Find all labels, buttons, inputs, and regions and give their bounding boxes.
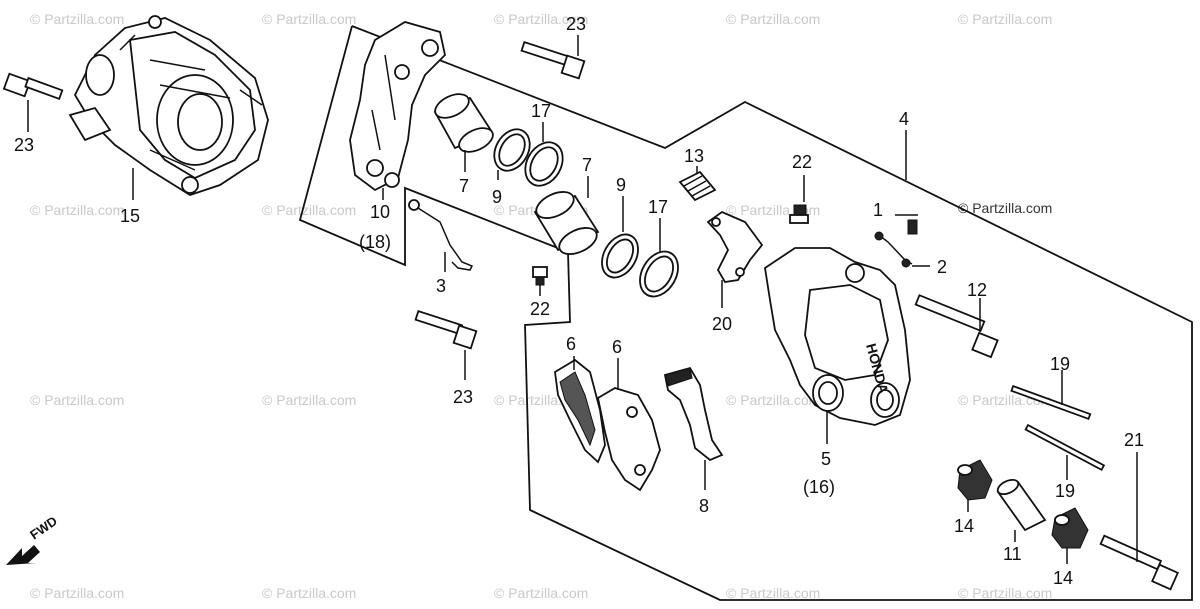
callout-7: 7 xyxy=(459,176,469,196)
callout-13: 13 xyxy=(684,146,704,166)
callout-21: 21 xyxy=(1124,430,1144,450)
shim-8 xyxy=(663,366,724,462)
callout-22: 22 xyxy=(792,152,812,172)
callout-17: 17 xyxy=(648,197,668,217)
seal-9-lower xyxy=(601,233,639,279)
assembly-frame xyxy=(298,25,1193,601)
callout-10: 10 xyxy=(370,202,390,222)
watermark-dark: © Partzilla.com xyxy=(958,200,1052,216)
bleeder-22-right xyxy=(789,204,809,224)
clip-2 xyxy=(874,231,913,268)
callout-5: 5 xyxy=(821,449,831,469)
fwd-arrow-icon xyxy=(6,545,40,565)
seal-17-lower xyxy=(639,250,679,298)
watermark: © Partzilla.com xyxy=(494,11,588,27)
callout-12: 12 xyxy=(967,280,987,300)
watermark: © Partzilla.com xyxy=(726,11,820,27)
watermark: © Partzilla.com xyxy=(726,585,820,601)
bolt-21 xyxy=(1099,534,1179,591)
callout-4: 4 xyxy=(899,109,909,129)
forward-direction-indicator: FWD xyxy=(6,513,60,565)
watermark: © Partzilla.com xyxy=(30,392,124,408)
callout-22: 22 xyxy=(530,299,550,319)
brake-pad-6-left xyxy=(554,358,606,464)
watermark: © Partzilla.com xyxy=(30,11,124,27)
collar-11 xyxy=(996,478,1047,532)
callout-20: 20 xyxy=(712,314,732,334)
callout-6: 6 xyxy=(566,334,576,354)
watermark: © Partzilla.com xyxy=(494,585,588,601)
screw-1 xyxy=(895,214,918,235)
callout-7: 7 xyxy=(582,155,592,175)
watermark: © Partzilla.com xyxy=(726,392,820,408)
watermark: © Partzilla.com xyxy=(262,11,356,27)
boot-14-upper xyxy=(957,459,993,501)
callout-2: 2 xyxy=(937,257,947,277)
bolt-23-left xyxy=(2,72,64,101)
callout-23: 23 xyxy=(566,14,586,34)
watermark: © Partzilla.com xyxy=(262,202,356,218)
callout-9: 9 xyxy=(492,187,502,207)
watermark: © Partzilla.com xyxy=(262,392,356,408)
callout-16: (16) xyxy=(803,477,835,497)
brake-pad-6-right xyxy=(596,387,661,492)
boot-13 xyxy=(678,170,717,202)
callout-19: 19 xyxy=(1050,354,1070,374)
piston-7-upper xyxy=(433,93,494,153)
callout-11: 11 xyxy=(1003,544,1022,564)
callout-23: 23 xyxy=(453,387,473,407)
callout-3: 3 xyxy=(436,276,446,296)
watermark: © Partzilla.com xyxy=(958,11,1052,27)
callout-17: 17 xyxy=(531,101,551,121)
callout-19: 19 xyxy=(1055,481,1075,501)
bolt-12 xyxy=(914,294,999,359)
bracket-10 xyxy=(349,21,446,192)
piston-7-lower xyxy=(533,191,600,255)
callout-8: 8 xyxy=(699,496,709,516)
caliper-assembly-15 xyxy=(68,15,269,196)
callout-14: 14 xyxy=(1053,568,1073,588)
watermark: © Partzilla.com xyxy=(262,585,356,601)
callout-15: 15 xyxy=(120,206,140,226)
bleeder-22-left xyxy=(532,266,548,286)
watermark: © Partzilla.com xyxy=(30,202,124,218)
fwd-label: FWD xyxy=(27,513,60,542)
pin-19-upper xyxy=(1010,384,1092,420)
bolt-23-top xyxy=(520,40,586,80)
callout-14: 14 xyxy=(954,516,974,536)
callout-23: 23 xyxy=(14,135,34,155)
callout-9: 9 xyxy=(616,175,626,195)
plate-20 xyxy=(706,210,764,283)
pin-19-lower xyxy=(1024,423,1106,472)
callout-1: 1 xyxy=(873,200,883,220)
watermark: © Partzilla.com xyxy=(958,585,1052,601)
bolt-23-mid xyxy=(414,309,478,350)
callout-6: 6 xyxy=(612,337,622,357)
caliper-body-5: HONDA xyxy=(764,247,911,426)
callout-18: (18) xyxy=(359,232,391,252)
boot-14-lower xyxy=(1051,507,1089,549)
seal-9-upper xyxy=(493,128,531,172)
spring-3 xyxy=(408,199,474,271)
seal-17-upper xyxy=(524,141,564,187)
watermark: © Partzilla.com xyxy=(30,585,124,601)
